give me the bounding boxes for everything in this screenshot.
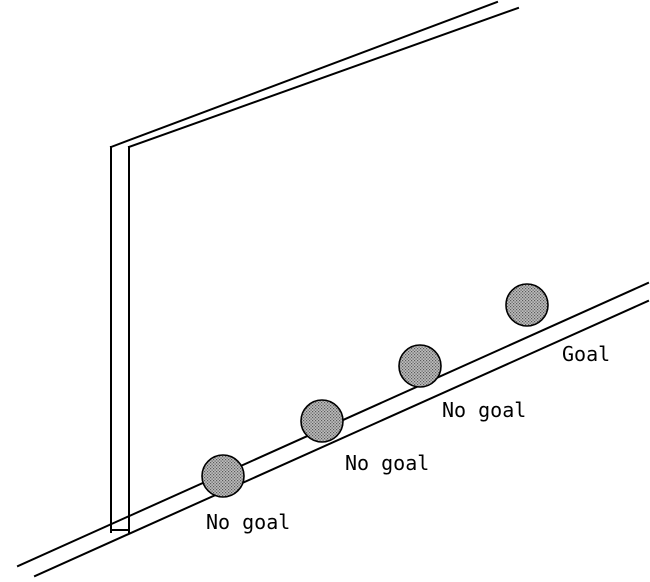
ball [505,283,549,327]
crossbar [109,0,520,149]
ball-label: Goal [562,342,610,366]
ball-label: No goal [442,398,526,422]
ball-group [201,283,549,498]
ball-label: No goal [206,510,290,534]
ball-label: No goal [345,451,429,475]
label-group: No goal No goal No goal Goal [206,342,610,534]
crossbar-upper-line [109,0,499,149]
ball [398,344,442,388]
goal-line-lower [33,299,650,578]
crossbar-lower-line [127,6,520,149]
ball [300,399,344,443]
ball [201,454,245,498]
goal-post [110,146,130,533]
